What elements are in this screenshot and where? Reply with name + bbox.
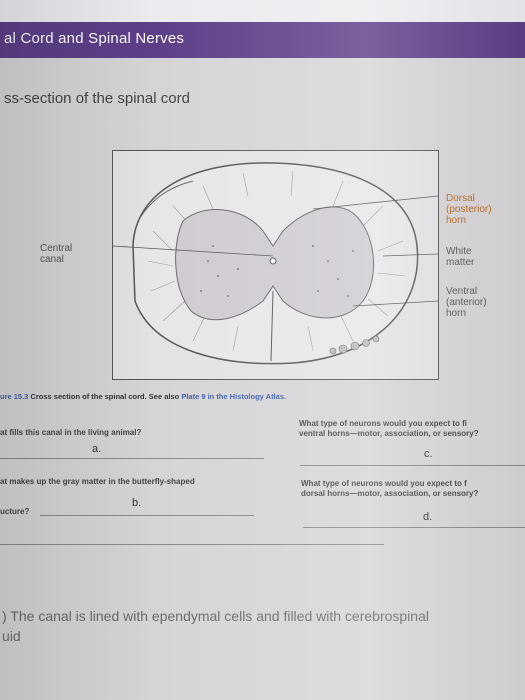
ventral-horn-label: Ventral (anterior) horn — [446, 286, 487, 319]
question-d-line1: What type of neurons would you expect to… — [301, 479, 467, 488]
ventral-horn-leader — [352, 300, 438, 307]
white-matter-label: White matter — [446, 246, 474, 268]
spinal-cord-figure — [112, 150, 439, 380]
ventral-horn-label-line1: Ventral — [446, 286, 478, 297]
dorsal-horn-leader — [312, 195, 438, 210]
dorsal-horn-label: Dorsal (posterior) horn — [446, 193, 492, 226]
answer-text-line1: ) The canal is lined with ependymal cell… — [2, 608, 429, 624]
ventral-fissure — [270, 290, 274, 362]
central-canal-leader — [113, 245, 274, 257]
header-bar: al Cord and Spinal Nerves — [0, 22, 525, 58]
neuron-dots — [200, 245, 354, 297]
figure-caption: ure 15.3 Cross section of the spinal cor… — [0, 392, 286, 401]
question-c-line2: ventral horns—motor, association, or sen… — [299, 429, 479, 438]
question-d: What type of neurons would you expect to… — [301, 479, 478, 499]
white-matter-label-line2: matter — [446, 257, 475, 268]
ventral-horn-label-line2: (anterior) — [446, 297, 487, 308]
answer-b-line — [40, 515, 254, 516]
section-title: ss-section of the spinal cord — [4, 90, 190, 107]
central-canal-label-line2: canal — [40, 254, 64, 265]
answer-c-label: c. — [424, 448, 433, 460]
figure-number: ure 15.3 — [0, 392, 29, 401]
question-b-line1: at makes up the gray matter in the butte… — [0, 477, 195, 486]
top-strip — [0, 0, 525, 22]
blood-vessels — [329, 335, 380, 355]
question-c-line1: What type of neurons would you expect to… — [299, 419, 468, 428]
caption-text: Cross section of the spinal cord. See al… — [28, 392, 182, 401]
answer-text: ) The canal is lined with ependymal cell… — [2, 606, 522, 646]
question-c: What type of neurons would you expect to… — [299, 419, 479, 439]
dorsal-horn-label-line1: Dorsal — [446, 193, 475, 204]
answer-a-line — [0, 458, 264, 459]
histology-atlas-link[interactable]: Plate 9 in the Histology Atlas. — [181, 392, 287, 401]
question-b: at makes up the gray matter in the butte… — [0, 477, 195, 487]
answer-d-label: d. — [423, 511, 433, 523]
question-b-line2: ucture? — [0, 507, 30, 516]
answer-b-label: b. — [132, 497, 142, 509]
white-matter-label-line1: White — [446, 246, 472, 257]
question-d-line2: dorsal horns—motor, association, or sens… — [301, 489, 479, 498]
answer-b-extra-line — [0, 544, 384, 545]
central-canal-label-line1: Central — [40, 243, 73, 254]
dorsal-horn-label-line2: (posterior) — [446, 204, 492, 215]
nerve-fibers — [137, 180, 194, 222]
spinal-cord-illustration — [113, 162, 438, 365]
answer-a-label: a. — [92, 443, 102, 455]
question-a: at fills this canal in the living animal… — [0, 428, 142, 437]
answer-d-line — [303, 527, 525, 528]
ventral-horn-label-line3: horn — [446, 308, 467, 319]
answer-c-line — [300, 465, 525, 466]
dorsal-horn-label-line3: horn — [446, 215, 467, 226]
answer-text-line2: uid — [2, 628, 21, 644]
chapter-title: al Cord and Spinal Nerves — [4, 30, 185, 47]
central-canal — [269, 257, 277, 265]
white-matter-striations — [147, 170, 406, 352]
white-matter-leader — [382, 253, 438, 257]
central-canal-label: Central canal — [40, 243, 72, 265]
